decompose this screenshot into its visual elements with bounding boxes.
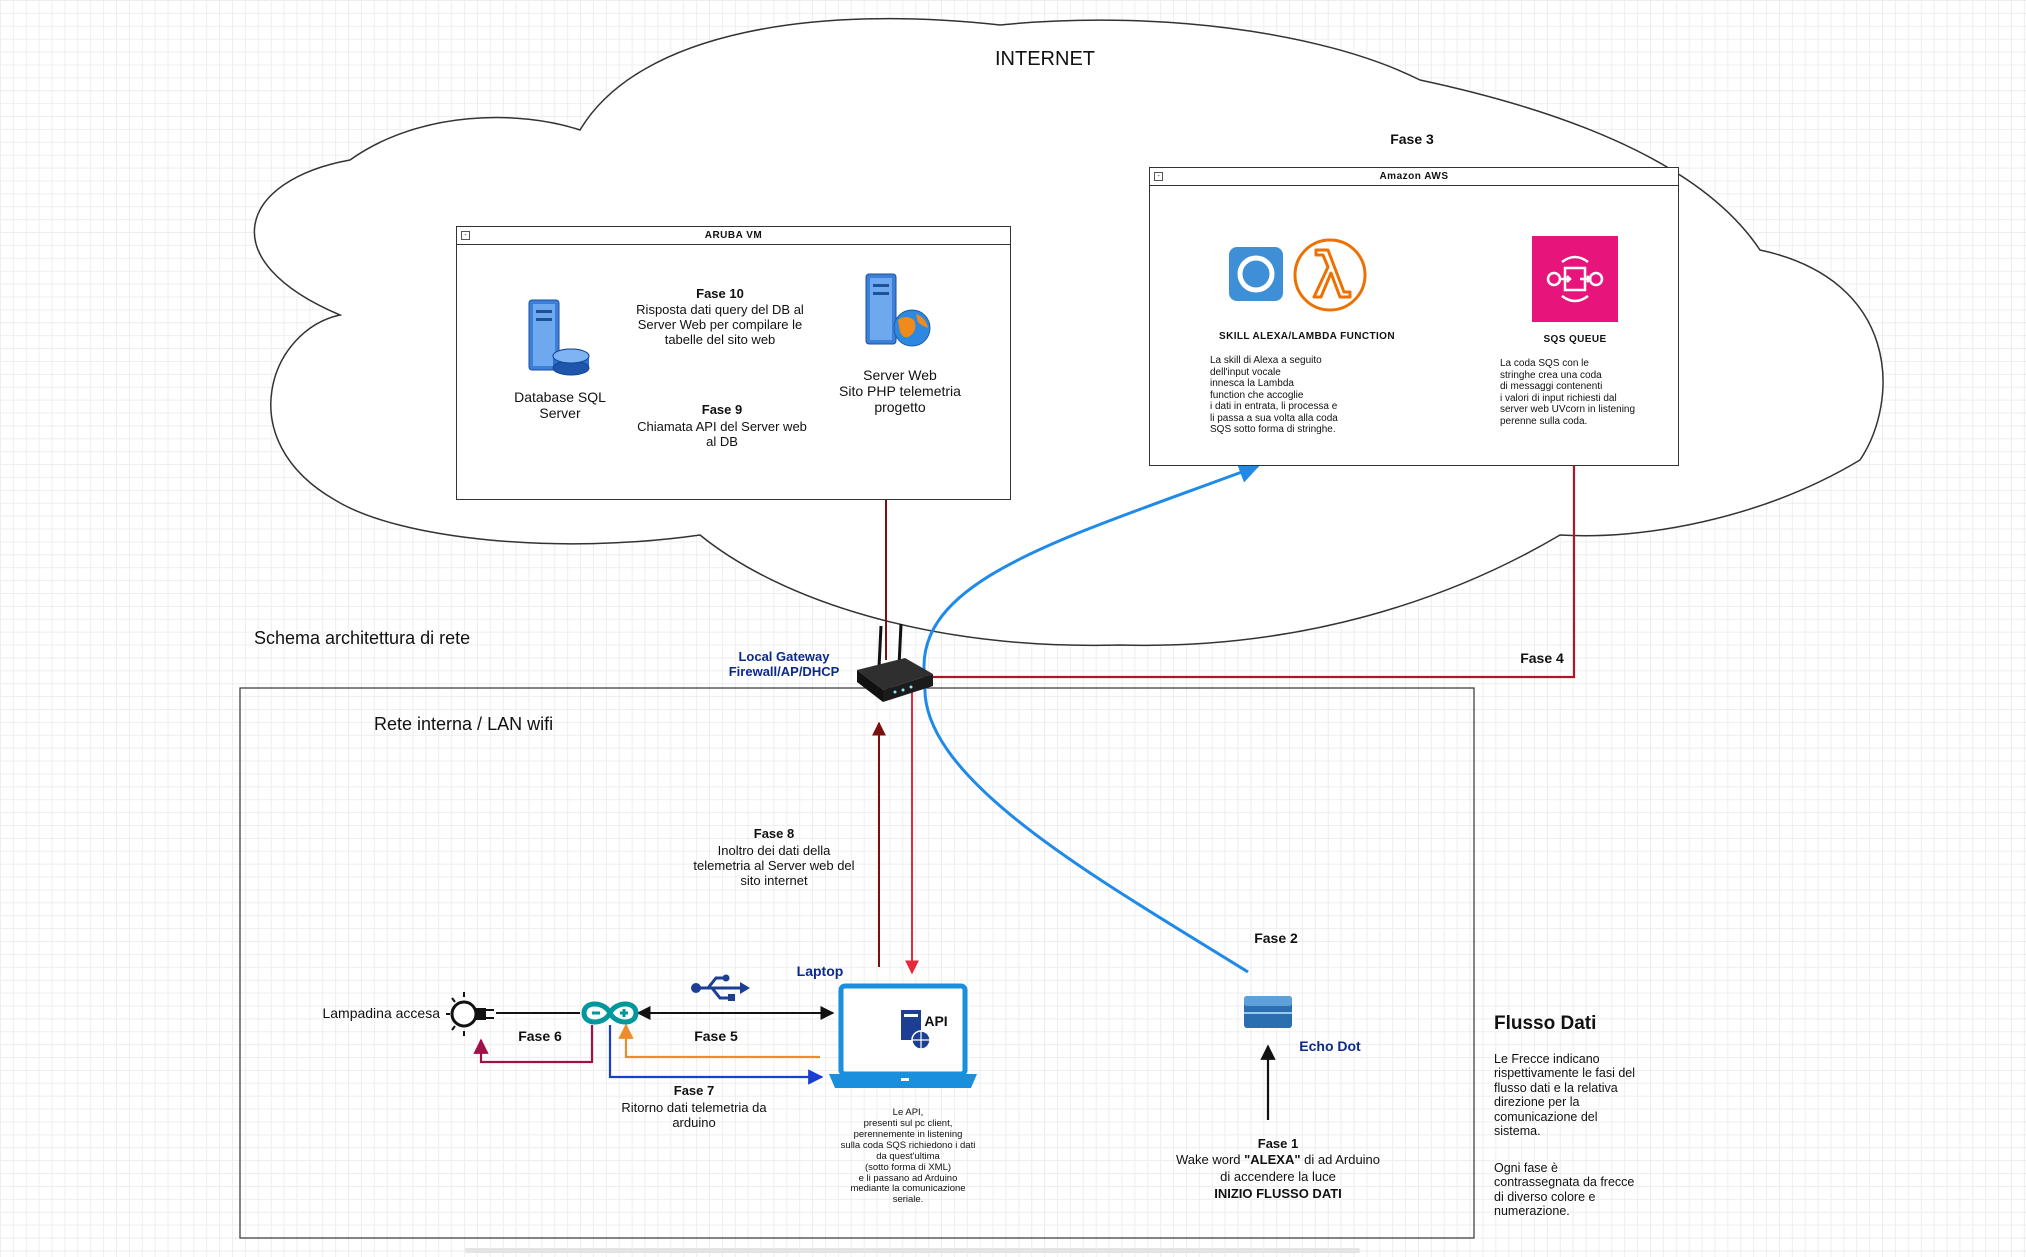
fase7-title: Fase 7: [673, 1083, 715, 1098]
echo-dot-label: Echo Dot: [1299, 1038, 1361, 1054]
fase9-title: Fase 9: [701, 402, 743, 417]
fase10-title: Fase 10: [696, 286, 744, 301]
aruba-vm-header: ARUBA VM: [457, 227, 1010, 245]
echo-dot-icon: [1244, 996, 1292, 1028]
lan-title: Rete interna / LAN wifi: [374, 714, 554, 734]
laptop-icon: [829, 983, 977, 1088]
sqs-text: La coda SQS con le stringhe crea una cod…: [1500, 358, 1636, 427]
router-icon: [857, 623, 933, 702]
fase8-title: Fase 8: [753, 826, 795, 841]
lightbulb-icon: [446, 992, 494, 1036]
fase1-line1: Wake word "ALEXA" di ad Arduino: [1128, 1152, 1428, 1168]
sqs-queue-icon: [1532, 236, 1618, 322]
web-server-label: Server Web Sito PHP telemetria progetto: [839, 367, 961, 416]
lan-box: [239, 687, 1475, 1239]
laptop-desc: Le API, presenti sul pc client, perennem…: [840, 1107, 976, 1206]
fase1-line1-post: di ad Arduino: [1300, 1152, 1381, 1167]
fase9-text: Chiamata API del Server web al DB: [637, 419, 807, 449]
schema-title: Schema architettura di rete: [254, 628, 471, 648]
aws-header: Amazon AWS: [1150, 168, 1678, 186]
fase8-text: Inoltro dei dati della telemetria al Ser…: [693, 843, 855, 888]
fase6-label: Fase 6: [518, 1028, 562, 1044]
skill-title: SKILL ALEXA/LAMBDA FUNCTION: [1219, 331, 1395, 342]
web-server-icon: [865, 273, 931, 347]
skill-text: La skill di Alexa a seguito dell'input v…: [1210, 355, 1338, 435]
fase7-text: Ritorno dati telemetria da arduino: [621, 1100, 767, 1130]
laptop-label: Laptop: [796, 963, 844, 979]
alexa-skill-icon: [1229, 247, 1283, 301]
arrow-fase6: [473, 1025, 594, 1064]
fase3-label: Fase 3: [1390, 131, 1434, 147]
fase2-label: Fase 2: [1254, 930, 1298, 946]
legend-title: Flusso Dati: [1494, 1013, 1597, 1034]
arduino-icon: [581, 1001, 639, 1025]
fase1-line2: di accendere la luce: [1220, 1169, 1336, 1184]
database-label: Database SQL Server: [514, 389, 606, 422]
fase10-text: Risposta dati query del DB al Server Web…: [636, 302, 804, 347]
arrow-fase4: [925, 438, 1582, 679]
sqs-title: SQS QUEUE: [1543, 334, 1607, 345]
fase1-line1-pre: Wake word: [1175, 1152, 1245, 1167]
internet-label: INTERNET: [995, 48, 1095, 70]
database-server-icon: [528, 299, 590, 376]
fase1-line3: INIZIO FLUSSO DATI: [1214, 1186, 1342, 1201]
legend-paragraph-1: Le Frecce indicano rispettivamente le fa…: [1494, 1052, 1636, 1138]
gateway-label: Local Gateway Firewall/AP/DHCP: [728, 649, 840, 679]
api-label: API: [924, 1013, 948, 1029]
arrow-fase2: [923, 684, 1249, 974]
fase5-label: Fase 5: [694, 1028, 738, 1044]
fase1-title: Fase 1: [1257, 1136, 1299, 1151]
usb-icon: [691, 974, 750, 1001]
legend-paragraph-2: Ogni fase è contrassegnata da frecce di …: [1494, 1161, 1635, 1219]
arrow-laptop-to-arduino-orange: [618, 1023, 820, 1059]
collapse-icon[interactable]: -: [1154, 172, 1163, 181]
fase1-line1-bold: "ALEXA": [1244, 1152, 1301, 1167]
collapse-icon[interactable]: -: [461, 231, 470, 240]
arrow-fase7: [608, 1025, 824, 1085]
lambda-icon: [1293, 238, 1367, 312]
fase4-label: Fase 4: [1520, 650, 1564, 666]
lamp-label: Lampadina accesa: [322, 1005, 440, 1021]
scrollbar-track: [465, 1248, 1360, 1253]
arrow-router-to-aws: [922, 462, 1260, 681]
